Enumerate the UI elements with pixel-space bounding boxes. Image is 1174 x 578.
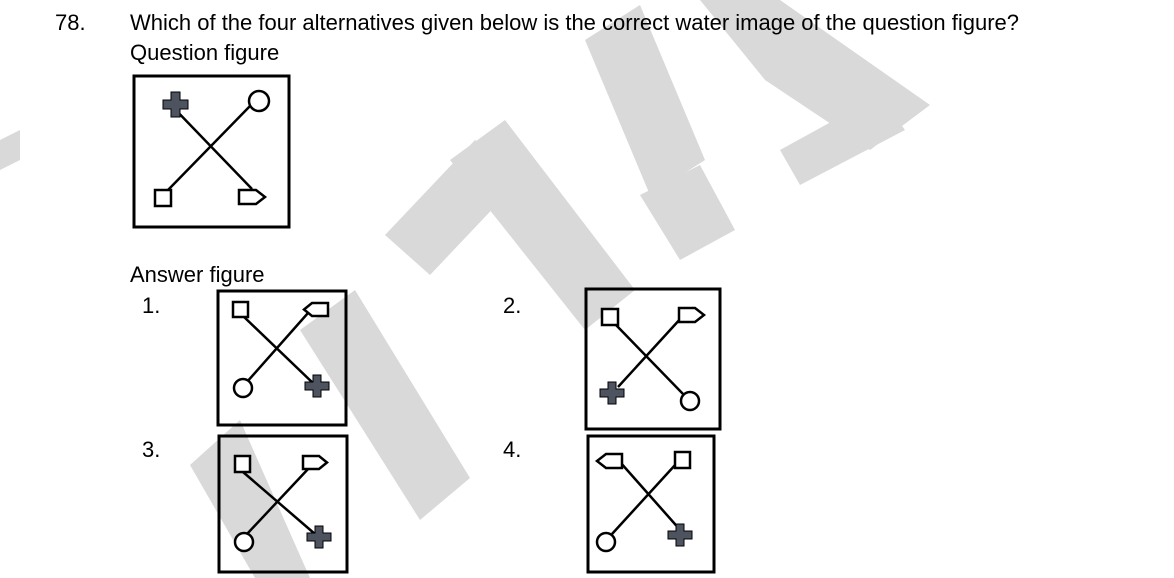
option-label-1: 1. [142, 293, 161, 318]
pentagon-flag-icon [301, 454, 329, 471]
square-icon [673, 450, 692, 470]
figure-frame [217, 434, 349, 574]
question-text: Which of the four alternatives given bel… [130, 10, 1020, 35]
question-figure [132, 74, 292, 230]
option-label-4: 4. [503, 437, 522, 462]
square-icon [600, 307, 620, 327]
option-4-figure[interactable] [586, 434, 716, 574]
watermark-stroke-4 [450, 120, 635, 330]
square-icon [233, 454, 252, 474]
watermark-stroke-6 [640, 165, 735, 260]
option-1-figure[interactable] [216, 289, 348, 427]
circle-icon [233, 531, 255, 553]
pentagon-flag-icon [594, 452, 624, 470]
answer-figure-label: Answer figure [130, 262, 265, 287]
figure-frame [586, 434, 716, 574]
figure-frame [132, 74, 291, 229]
square-icon [153, 188, 173, 208]
square-icon [231, 300, 250, 319]
watermark-stroke-5 [585, 5, 705, 195]
pentagon-flag-icon [237, 188, 268, 206]
figure-frame [216, 289, 348, 427]
option-label-3: 3. [142, 437, 161, 462]
circle-icon [679, 390, 701, 412]
circle-icon [595, 531, 617, 553]
circle-icon [247, 89, 271, 113]
question-figure-label: Question figure [130, 40, 280, 65]
circle-icon [232, 377, 254, 399]
cross-icon [162, 91, 189, 118]
cross-icon [306, 525, 332, 549]
question-number: 78. [55, 10, 86, 35]
option-2-figure[interactable] [584, 287, 722, 432]
cross-icon [599, 381, 625, 405]
option-3-figure[interactable] [217, 434, 349, 574]
cross-icon [304, 374, 330, 398]
figure-frame [584, 287, 722, 431]
pentagon-flag-icon [302, 301, 330, 318]
cross-icon [667, 523, 693, 547]
pentagon-flag-icon [677, 306, 707, 324]
watermark-stroke-9 [0, 130, 20, 170]
watermark-stroke-2 [300, 290, 470, 520]
watermark-stroke-8 [780, 95, 905, 185]
option-label-2: 2. [503, 293, 522, 318]
